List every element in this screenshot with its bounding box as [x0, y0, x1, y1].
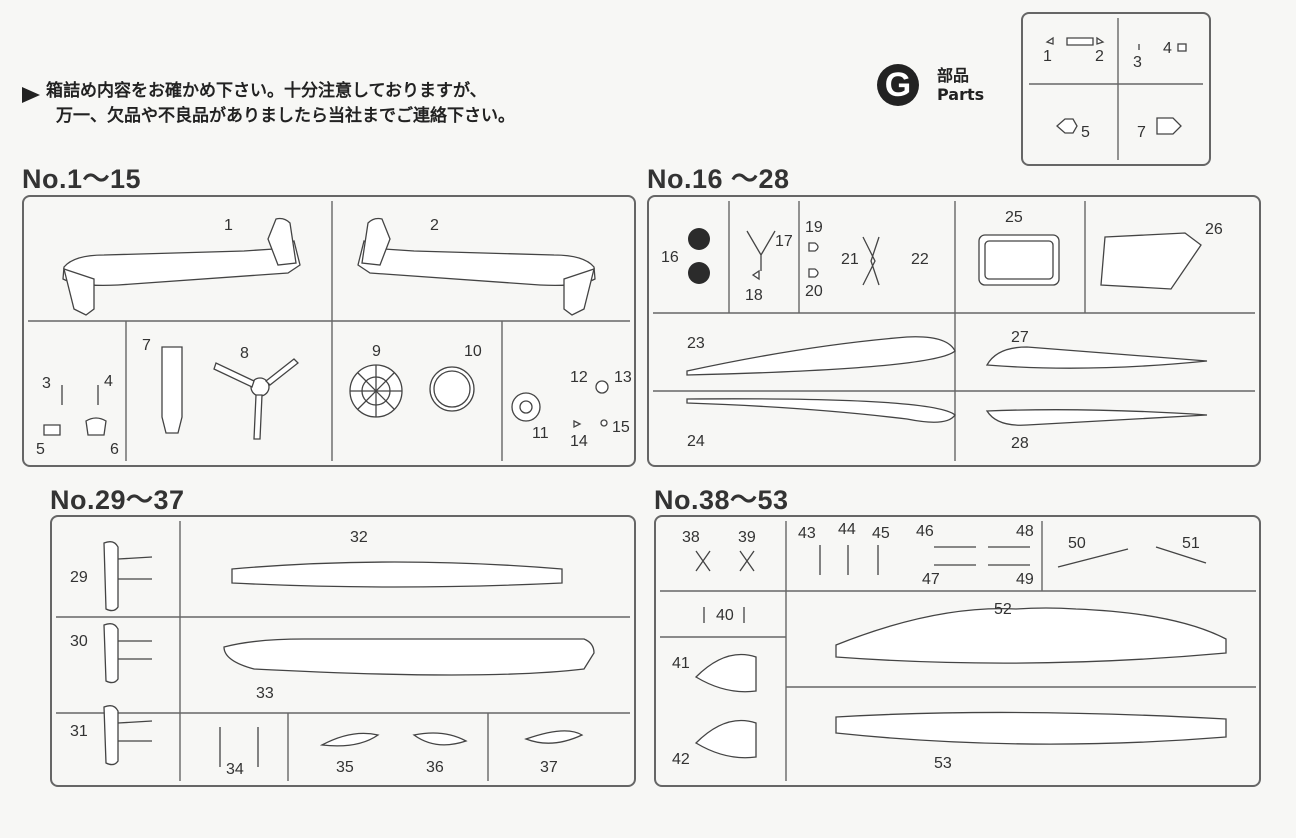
sprue-letter-badge: G [877, 64, 919, 106]
part-2-label: 2 [430, 217, 439, 234]
part-26-label: 26 [1205, 221, 1223, 238]
part-35-label: 35 [336, 759, 354, 776]
part-23-label: 23 [687, 335, 705, 352]
sprue-29-37-drawing [56, 521, 630, 781]
section-title-1-15: No.1～15 [22, 164, 142, 194]
part-25-label: 25 [1005, 209, 1023, 226]
part-18-label: 18 [745, 287, 763, 304]
sprue-parts-29-37: 29 30 31 32 33 34 35 36 37 [50, 515, 636, 787]
sprue-g-drawing [1029, 18, 1203, 160]
part-52-label: 52 [994, 601, 1012, 618]
part-1-label: 1 [224, 217, 233, 234]
notice-line-2: 万一、欠品や不良品がありましたら当社までご連絡下さい。 [56, 106, 515, 126]
part-38-label: 38 [682, 529, 700, 546]
part-16-label: 16 [661, 249, 679, 266]
notice-line-1: 箱詰め内容をお確かめ下さい。十分注意しておりますが、 [46, 81, 487, 101]
part-9-label: 9 [372, 343, 381, 360]
part-36-label: 36 [426, 759, 444, 776]
section-title-29-37: No.29～37 [50, 485, 185, 515]
g-part-1-label: 1 [1043, 48, 1052, 65]
sprue-16-28-drawing [653, 201, 1255, 461]
section-title-16-28: No.16 ～28 [647, 164, 790, 194]
g-part-7-label: 7 [1137, 124, 1146, 141]
part-28-label: 28 [1011, 435, 1029, 452]
part-17-label: 17 [775, 233, 793, 250]
g-part-2-label: 2 [1095, 48, 1104, 65]
part-39-label: 39 [738, 529, 756, 546]
part-11-label: 11 [532, 425, 549, 442]
part-19-label: 19 [805, 219, 823, 236]
part-6-label: 6 [110, 441, 119, 458]
part-50-label: 50 [1068, 535, 1086, 552]
part-31-label: 31 [70, 723, 88, 740]
part-29-label: 29 [70, 569, 88, 586]
part-40-label: 40 [716, 607, 734, 624]
bullet-arrow-icon [22, 87, 40, 103]
part-49-label: 49 [1016, 571, 1034, 588]
part-51-label: 51 [1182, 535, 1200, 552]
part-53-label: 53 [934, 755, 952, 772]
part-22-label: 22 [911, 251, 929, 268]
part-46-label: 46 [916, 523, 934, 540]
g-part-4-label: 4 [1163, 40, 1172, 57]
part-33-label: 33 [256, 685, 274, 702]
part-48-label: 48 [1016, 523, 1034, 540]
part-13-label: 13 [614, 369, 632, 386]
sprue-parts-16-28: 16 17 18 19 20 21 22 23 24 25 26 27 28 [647, 195, 1261, 467]
section-title-38-53: No.38～53 [654, 485, 789, 515]
part-3-label: 3 [42, 375, 51, 392]
part-37-label: 37 [540, 759, 558, 776]
sprue-38-53-drawing [660, 521, 1256, 781]
part-41-label: 41 [672, 655, 690, 672]
sprue-1-15-drawing [28, 201, 630, 461]
part-15-label: 15 [612, 419, 630, 436]
part-14-label: 14 [570, 433, 588, 450]
sprue-parts-38-53: 38 39 40 41 42 43 44 45 46 47 48 49 50 5… [654, 515, 1261, 787]
part-42-label: 42 [672, 751, 690, 768]
notice-text: 箱詰め内容をお確かめ下さい。十分注意しておりますが、 万一、欠品や不良品がありま… [46, 79, 515, 129]
part-20-label: 20 [805, 283, 823, 300]
part-7-label: 7 [142, 337, 151, 354]
badge-label-jp: 部品 [937, 66, 970, 85]
part-27-label: 27 [1011, 329, 1029, 346]
part-4-label: 4 [104, 373, 113, 390]
part-8-label: 8 [240, 345, 249, 362]
part-44-label: 44 [838, 521, 856, 538]
part-30-label: 30 [70, 633, 88, 650]
part-24-label: 24 [687, 433, 705, 450]
g-part-3-label: 3 [1133, 54, 1142, 71]
part-45-label: 45 [872, 525, 890, 542]
sprue-parts-1-15: 1 2 3 4 5 6 7 8 9 10 11 12 13 14 15 [22, 195, 636, 467]
part-12-label: 12 [570, 369, 588, 386]
part-32-label: 32 [350, 529, 368, 546]
part-43-label: 43 [798, 525, 816, 542]
badge-label-en: Parts [937, 85, 985, 104]
badge-label: 部品 Parts [937, 66, 984, 104]
part-21-label: 21 [841, 251, 859, 268]
part-47-label: 47 [922, 571, 940, 588]
part-5-label: 5 [36, 441, 45, 458]
part-34-label: 34 [226, 761, 244, 778]
part-10-label: 10 [464, 343, 482, 360]
sprue-g: 1 2 3 4 5 7 [1021, 12, 1211, 166]
g-part-5-label: 5 [1081, 124, 1090, 141]
